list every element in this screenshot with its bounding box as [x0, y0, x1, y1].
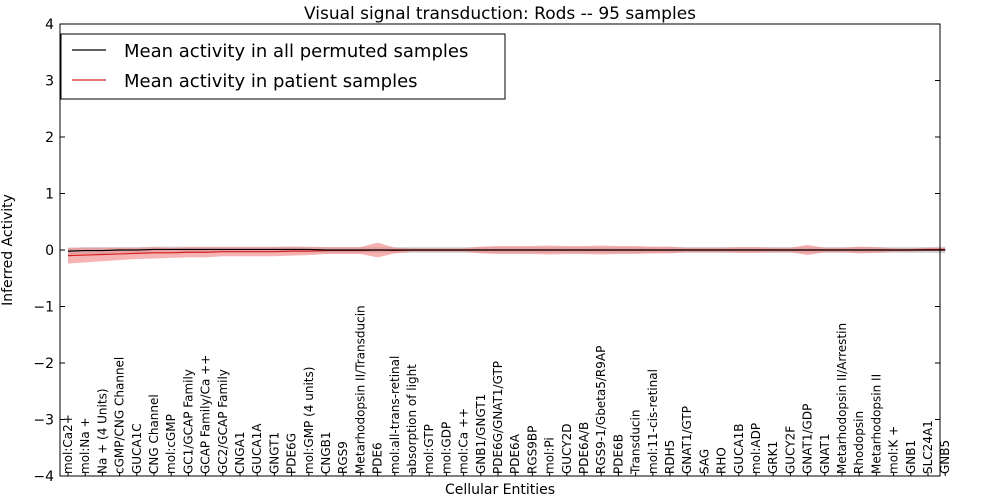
x-tick-label: GCAP Family/Ca ++	[199, 355, 213, 474]
x-tick-label: GUCA1A	[250, 423, 264, 474]
x-tick-label: mol:GTP	[422, 424, 436, 474]
x-tick-label: PDE6A/B	[577, 422, 591, 474]
x-tick-label: mol:Ca ++	[457, 408, 471, 474]
x-tick-label: mol:Ca2+	[61, 414, 75, 474]
x-tick-label: absorption of light	[405, 364, 419, 474]
series-lines	[67, 248, 946, 257]
x-tick-label: Rhodopsin	[852, 411, 866, 474]
y-tick-label: 1	[45, 187, 54, 203]
x-tick-label: RGS9	[336, 441, 350, 474]
x-tick-label: Na + (4 Units)	[95, 388, 109, 474]
x-tick-label: CNG Channel	[147, 394, 161, 474]
x-tick-label: RGS9BP	[525, 426, 539, 474]
x-tick-label: CNGA1	[233, 432, 247, 475]
chart-title: Visual signal transduction: Rods -- 95 s…	[304, 4, 696, 24]
x-tick-label: GUCY2D	[560, 424, 574, 474]
x-tick-label: mol:Na +	[78, 417, 92, 474]
y-axis: −4 −3 −2 −1 0 1 2 3 4	[33, 17, 940, 485]
x-tick-label: CNGB1	[319, 431, 333, 474]
x-tick-label: PDE6	[371, 442, 385, 474]
x-tick-label: mol:all-trans-retinal	[388, 356, 402, 474]
x-tick-label: Transducin	[629, 410, 643, 475]
x-tick-label: cGMP/CNG Channel	[113, 357, 127, 474]
x-tick-label: mol:11-cis-retinal	[646, 369, 660, 474]
y-tick-label: 3	[45, 74, 54, 90]
x-tick-label: RHO	[715, 447, 729, 474]
x-tick-label: PDE6G/GNAT1/GTP	[491, 361, 505, 474]
x-axis-label: Cellular Entities	[445, 482, 555, 498]
x-tick-label: PDE6G	[285, 433, 299, 474]
x-tick-label: SLC24A1	[921, 420, 935, 474]
x-tick-label: GNGT1	[267, 432, 281, 474]
y-tick-label: −1	[33, 300, 54, 316]
x-tick-label: GUCY2F	[783, 426, 797, 474]
y-tick-label: −4	[33, 469, 54, 485]
x-tick-label: mol:GMP (4 units)	[302, 367, 316, 474]
x-tick-label: mol:GDP	[439, 422, 453, 474]
permuted-mean-line	[67, 248, 946, 252]
legend-box	[60, 33, 506, 100]
x-tick-label: GNB1	[904, 440, 918, 474]
x-tick-label: mol:cGMP	[164, 414, 178, 474]
y-tick-label: −3	[33, 413, 54, 429]
patient-band	[68, 242, 946, 264]
x-tick-label: GC1/GCAP Family	[181, 369, 195, 474]
y-tick-label: −2	[33, 356, 54, 372]
y-tick-label: 2	[45, 130, 54, 146]
x-tick-label: GNB1/GNGT1	[474, 394, 488, 474]
x-axis: mol:Ca2+mol:Na +Na + (4 Units) cGMP/CNG C…	[61, 305, 952, 476]
legend: Mean activity in all permuted samples Me…	[60, 33, 506, 100]
x-tick-label: GNAT1/GTP	[680, 406, 694, 474]
x-tick-label: PDE6A	[508, 433, 522, 474]
x-tick-label: PDE6B	[611, 434, 625, 474]
x-tick-label: GNB5	[938, 440, 952, 474]
x-tick-label: Metarhodopsin II/Arrestin	[835, 323, 849, 474]
y-tick-label: 4	[45, 17, 54, 33]
y-tick-label: 0	[45, 243, 54, 259]
x-tick-label: GUCA1B	[732, 423, 746, 474]
x-tick-label: GC2/GCAP Family	[216, 369, 230, 474]
x-tick-label: mol:K +	[887, 426, 901, 474]
x-tick-label: GNAT1/GDP	[801, 404, 815, 474]
x-tick-label: GUCA1C	[130, 423, 144, 474]
x-tick-label: SAG	[697, 449, 711, 474]
x-tick-label: mol:Pi	[543, 437, 557, 474]
x-tick-label: RGS9-1/Gbeta5/R9AP	[594, 346, 608, 474]
x-tick-label: Metarhodopsin II/Transducin	[353, 305, 367, 474]
confidence-bands	[68, 242, 946, 264]
x-tick-label: Metarhodopsin II	[869, 374, 883, 474]
legend-label-patient: Mean activity in patient samples	[124, 71, 418, 92]
x-tick-label: GNAT1	[818, 433, 832, 474]
x-tick-label: GRK1	[766, 441, 780, 474]
x-tick-label: mol:ADP	[749, 423, 763, 474]
x-tick-label: RDH5	[663, 440, 677, 474]
y-axis-label: Inferred Activity	[0, 194, 16, 306]
legend-label-permuted: Mean activity in all permuted samples	[124, 41, 468, 62]
